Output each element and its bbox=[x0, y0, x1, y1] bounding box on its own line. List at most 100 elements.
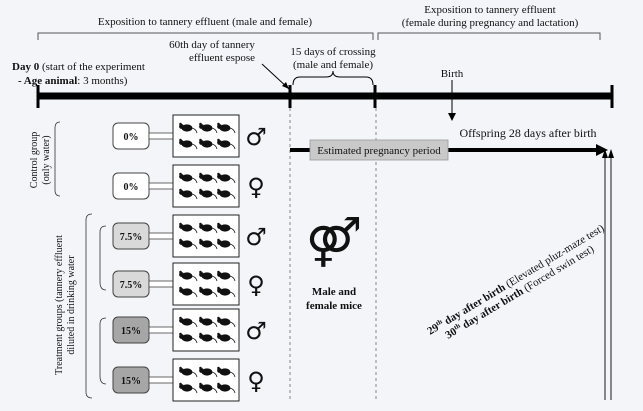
female-symbol-icon: ♀ bbox=[247, 367, 265, 395]
mouse-icon bbox=[217, 172, 236, 184]
mouse-icon bbox=[179, 366, 198, 378]
mouse-icon bbox=[217, 286, 236, 298]
mouse-icon bbox=[179, 122, 198, 134]
dose-label: 7.5% bbox=[120, 280, 143, 291]
mouse-icon bbox=[217, 222, 236, 234]
mouse-icon bbox=[179, 270, 198, 282]
male-symbol-icon: ♂ bbox=[245, 223, 267, 251]
control-group-bracket bbox=[54, 121, 61, 197]
control-group-label-line2: (only water) bbox=[41, 135, 52, 184]
female-symbol-icon: ♀ bbox=[247, 173, 265, 201]
male-female-icon: ⚤ bbox=[306, 214, 362, 270]
cage-box bbox=[172, 114, 240, 158]
left-exposure-bracket bbox=[37, 32, 374, 40]
test-label-day30: 30th day after birth (Forced swin test) bbox=[443, 242, 597, 341]
male-symbol-icon: ♂ bbox=[245, 317, 267, 345]
mouse-icon bbox=[217, 122, 236, 134]
bottle-connector bbox=[148, 376, 174, 384]
mice-label-line2: female mice bbox=[306, 300, 362, 312]
cage-rows: 0%♂ 0% ♀ 7.5% ♂ 7.5% ♀ 15% ♂ 15% ♀ bbox=[112, 114, 267, 402]
cage-row: 7.5% ♂ bbox=[112, 214, 267, 258]
mouse-icon bbox=[217, 238, 236, 250]
cage-box bbox=[172, 308, 240, 352]
mouse-icon bbox=[199, 138, 218, 150]
mouse-icon bbox=[199, 238, 218, 250]
cage-box bbox=[172, 262, 240, 306]
bottle-connector bbox=[148, 280, 174, 288]
mouse-icon bbox=[199, 172, 218, 184]
test-day29-sup: th bbox=[434, 318, 444, 328]
day0-age: - Age animal: 3 months) bbox=[18, 75, 128, 87]
mouse-icon bbox=[179, 316, 198, 328]
mouse-icon bbox=[217, 188, 236, 200]
cage-box bbox=[172, 214, 240, 258]
mouse-icon bbox=[199, 332, 218, 344]
mouse-icon bbox=[179, 238, 198, 250]
day0-title-bold: Day 0 bbox=[12, 61, 40, 73]
treatment-group-bracket bbox=[85, 213, 93, 399]
dose-label: 15% bbox=[121, 376, 141, 387]
mouse-icon bbox=[199, 122, 218, 134]
mouse-icon bbox=[199, 222, 218, 234]
mouse-icon bbox=[179, 332, 198, 344]
right-exposure-bracket bbox=[377, 32, 601, 40]
mouse-icon bbox=[179, 172, 198, 184]
treatment-group-label-line1: Treatment groups (tannery effluent bbox=[54, 235, 65, 375]
mouse-icon bbox=[217, 316, 236, 328]
crossing-brace bbox=[292, 70, 374, 86]
mouse-icon bbox=[199, 286, 218, 298]
test-arrow-day29-head bbox=[602, 149, 608, 158]
right-exposure-label-line2: (female during pregnancy and lactation) bbox=[402, 17, 579, 29]
male-symbol-icon: ♂ bbox=[245, 123, 267, 151]
mouse-icon bbox=[179, 222, 198, 234]
treatment-7-5-bracket bbox=[99, 225, 107, 291]
mouse-icon bbox=[179, 286, 198, 298]
pregnancy-box bbox=[309, 139, 449, 161]
crossing-label-line2: (male and female) bbox=[293, 59, 373, 71]
mouse-icon bbox=[217, 332, 236, 344]
mouse-icon bbox=[179, 138, 198, 150]
control-group-label-line1: Control group bbox=[29, 132, 40, 188]
dose-label: 0% bbox=[124, 182, 139, 193]
test-label-day29: 29th day after birth (Elevated pluz-maze… bbox=[425, 221, 607, 337]
mouse-icon bbox=[217, 270, 236, 282]
dose-label: 15% bbox=[121, 326, 141, 337]
mouse-icon bbox=[199, 366, 218, 378]
day60-label-line2: effluent espose bbox=[189, 52, 255, 64]
day0-title-rest: (start of the experiment bbox=[39, 61, 145, 73]
cage-box bbox=[172, 164, 240, 208]
cage-row: 7.5% ♀ bbox=[112, 262, 265, 306]
treatment-15-bracket bbox=[99, 317, 107, 385]
mouse-icon bbox=[199, 270, 218, 282]
day0-age-rest: : 3 months) bbox=[77, 75, 127, 87]
pregnancy-label: Estimated pregnancy period bbox=[317, 145, 441, 157]
bottle-connector bbox=[148, 326, 174, 334]
dose-label: 7.5% bbox=[120, 232, 143, 243]
day60-label-line1: 60th day of tannery bbox=[169, 39, 255, 51]
crossing-label-line1: 15 days of crossing bbox=[290, 46, 376, 58]
mice-label-line1: Male and bbox=[312, 286, 356, 298]
mouse-icon bbox=[199, 316, 218, 328]
female-symbol-icon: ♀ bbox=[247, 271, 265, 299]
cage-row: 0%♂ bbox=[112, 114, 267, 158]
test-arrow-day30-head bbox=[608, 149, 614, 158]
bottle-connector bbox=[148, 182, 174, 190]
day0-age-bold: - Age animal bbox=[18, 75, 77, 87]
offspring-label: Offspring 28 days after birth bbox=[459, 126, 596, 140]
mouse-icon bbox=[179, 382, 198, 394]
bottle-connector bbox=[148, 132, 174, 140]
cage-row: 15% ♂ bbox=[112, 308, 267, 352]
right-exposure-label-line1: Exposition to tannery effluent bbox=[424, 4, 555, 16]
mouse-icon bbox=[217, 382, 236, 394]
mouse-icon bbox=[199, 382, 218, 394]
mouse-icon bbox=[179, 188, 198, 200]
bottle-connector bbox=[148, 232, 174, 240]
mouse-icon bbox=[199, 188, 218, 200]
cage-row: 0% ♀ bbox=[112, 164, 265, 208]
mouse-icon bbox=[217, 138, 236, 150]
pregnancy-offspring-arrow-head bbox=[596, 144, 608, 156]
test-day29-rest: (Elevated pluz-maze test) bbox=[502, 222, 607, 292]
day60-pointer-head bbox=[282, 82, 289, 89]
birth-pointer-head bbox=[448, 113, 456, 121]
